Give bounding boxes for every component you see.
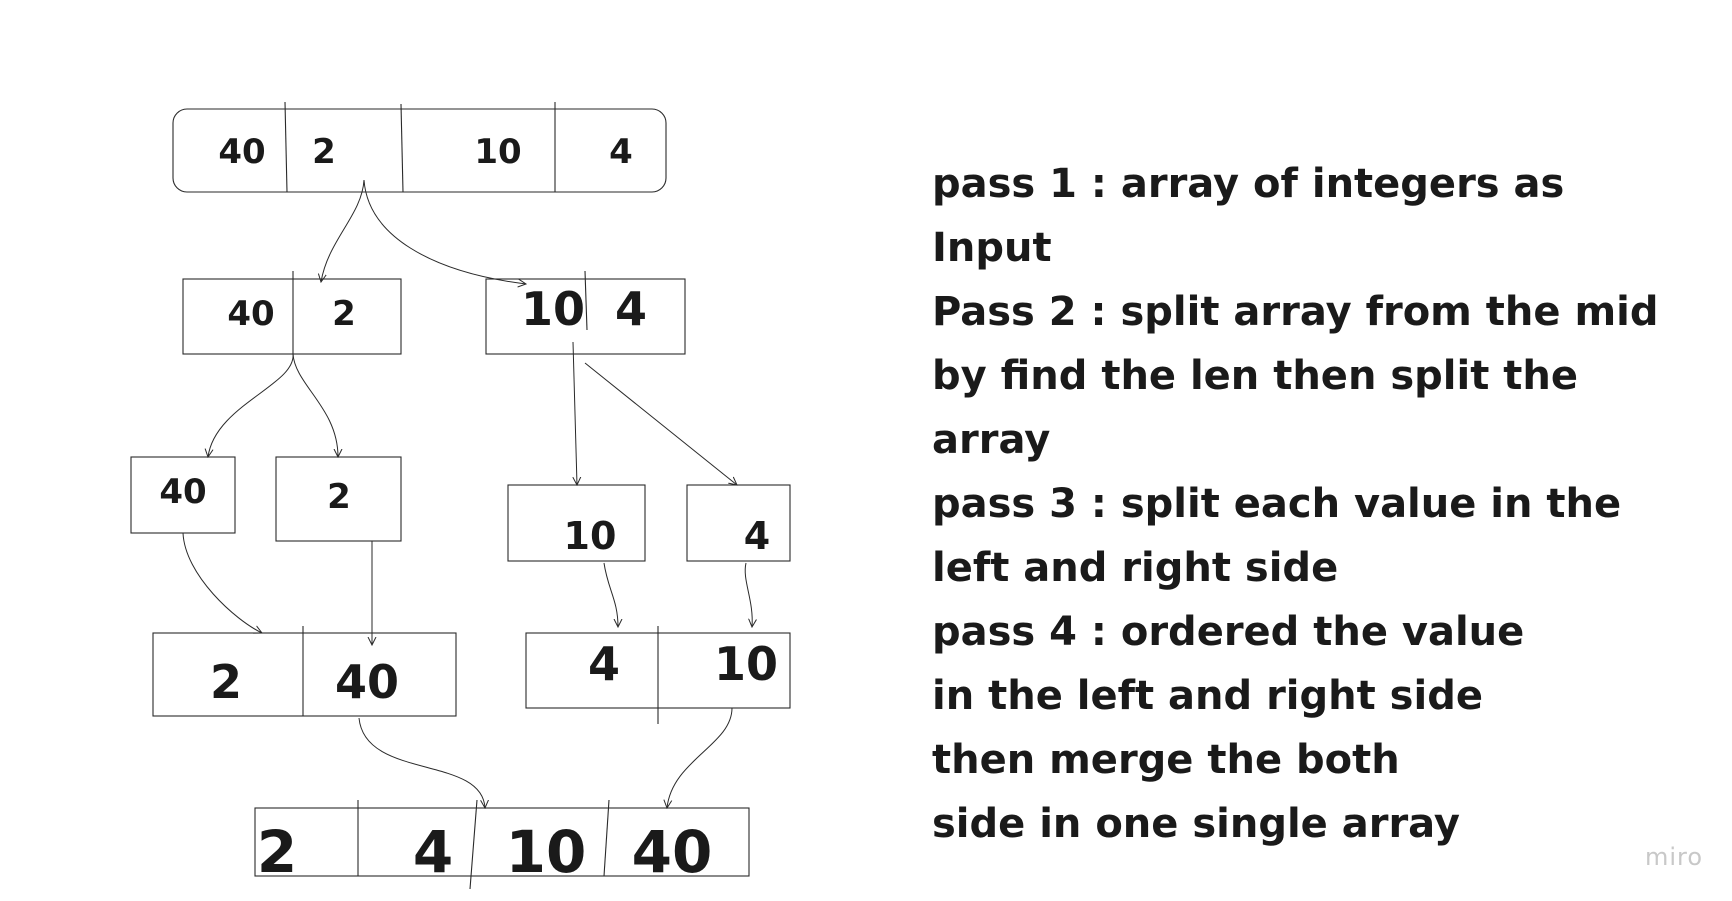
split-left-cell-1: 40	[227, 294, 274, 334]
merged-cell-3: 10	[506, 818, 587, 886]
explanation-line-9: in the left and right side	[932, 673, 1483, 719]
input-cell-1: 40	[218, 132, 265, 172]
explanation-line-11: side in one single array	[932, 801, 1461, 847]
single-value-40-label: 40	[159, 472, 206, 512]
input-cell-3: 10	[474, 132, 521, 172]
input-cell-2: 2	[312, 132, 336, 172]
explanation-line-3: Pass 2 : split array from the mid	[932, 289, 1659, 335]
merged-array: 2 4 10 40	[254, 799, 750, 890]
connector-arrows	[182, 179, 752, 808]
split-left-array: 40 2	[182, 271, 402, 355]
explanation-line-6: pass 3 : split each value in the	[932, 481, 1622, 527]
single-value-4: 4	[686, 484, 791, 562]
split-right-cell-1: 10	[521, 282, 585, 336]
single-value-40: 40	[130, 456, 236, 534]
merged-cell-2: 4	[413, 818, 453, 886]
explanation-line-2: Input	[932, 225, 1052, 271]
ordered-right-cell-1: 4	[588, 637, 620, 691]
explanation-line-8: pass 4 : ordered the value	[932, 609, 1525, 655]
ordered-left-array: 2 40	[152, 626, 457, 717]
single-value-2: 2	[275, 456, 402, 542]
miro-watermark: miro	[1645, 843, 1704, 871]
merged-cell-4: 40	[632, 818, 713, 886]
explanation-line-5: array	[932, 417, 1051, 463]
single-value-10: 10	[507, 484, 646, 562]
explanation-line-4: by find the len then split the	[932, 353, 1578, 399]
split-right-cell-2: 4	[615, 282, 647, 336]
ordered-left-cell-2: 40	[335, 655, 399, 709]
input-cell-4: 4	[609, 132, 633, 172]
single-value-10-label: 10	[564, 514, 617, 558]
explanation-line-7: left and right side	[932, 545, 1339, 591]
input-array: 40 2 10 4	[172, 101, 667, 193]
merge-sort-diagram: 40 2 10 4 40 2 10 4 40 2 10 4 2 40	[130, 101, 791, 890]
single-value-2-label: 2	[327, 477, 351, 517]
explanation-line-1: pass 1 : array of integers as	[932, 161, 1565, 207]
explanation-text: pass 1 : array of integers as Input Pass…	[932, 152, 1722, 856]
merged-cell-1: 2	[257, 818, 297, 886]
ordered-right-cell-2: 10	[714, 637, 778, 691]
single-value-4-label: 4	[744, 514, 770, 558]
ordered-left-cell-1: 2	[210, 655, 242, 709]
split-left-cell-2: 2	[332, 294, 356, 334]
explanation-line-10: then merge the both	[932, 737, 1400, 783]
ordered-right-array: 4 10	[525, 626, 791, 724]
split-right-array: 10 4	[485, 270, 686, 355]
